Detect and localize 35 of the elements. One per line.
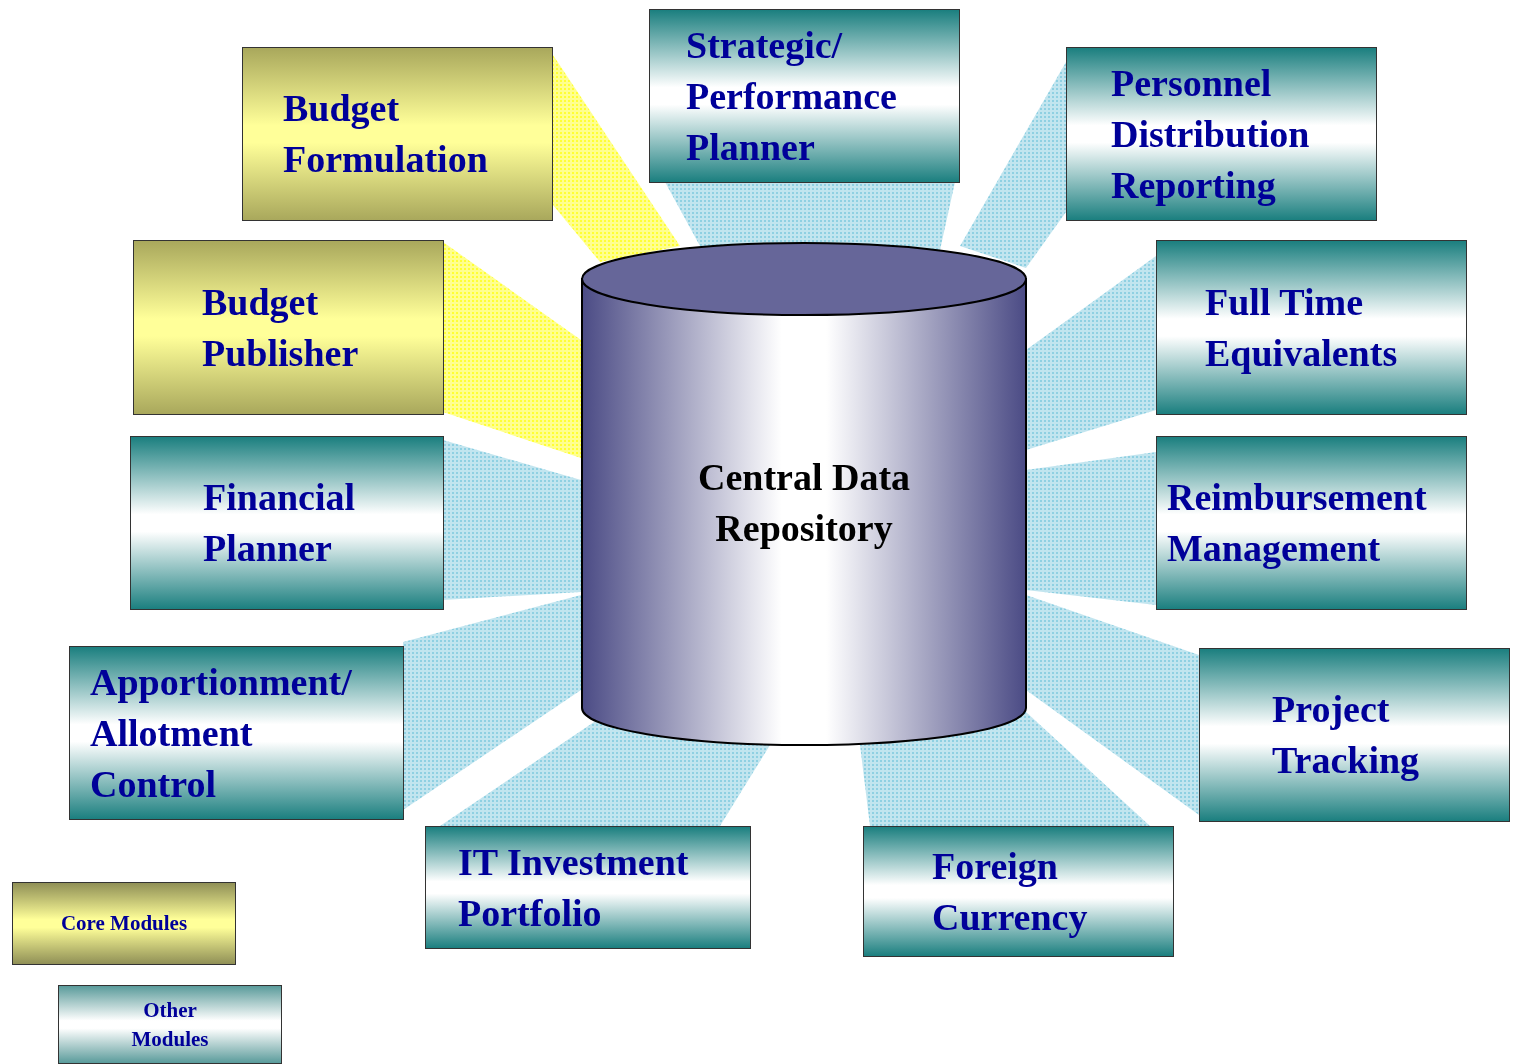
module-label: Financial Planner [203,475,357,571]
module-label: Reimbursement Management [1167,475,1428,571]
connector-beam [665,182,955,250]
module-label: IT Investment Portfolio [458,839,690,936]
module-box [1156,240,1467,415]
connector-beam [1026,256,1156,450]
module-label: Budget Publisher [202,279,360,376]
module-label: Personnel Distribution Reporting [1111,60,1311,208]
module-box [130,436,444,610]
module-label: Foreign Currency [932,843,1089,940]
legend-text: Other Modules [130,996,210,1053]
connector-beam [1026,595,1199,815]
module-label: Strategic/ Performance Planner [686,22,898,170]
module-label: Budget Formulation [283,86,489,182]
module-box [1199,648,1510,822]
module-box [69,646,404,820]
module-label: Apportionment/ Allotment Control [90,659,353,807]
module-box [133,240,444,415]
module-box [242,47,553,221]
connector-beam [960,62,1066,268]
connector-beam [403,595,581,810]
connector-beam [860,712,1150,826]
connector-beam [443,440,581,600]
node-label: Central Data Repository [696,455,912,551]
module-box [1156,436,1467,610]
module-label: Full Time Equivalents [1205,279,1399,376]
legend-text: Core Modules [60,910,188,937]
module-box [649,9,960,183]
module-box [1066,47,1377,221]
connector-beam [443,242,581,458]
connector-beam [1026,452,1156,605]
module-box [863,826,1174,957]
module-box [425,826,751,949]
module-label: Project Tracking [1272,687,1421,783]
connector-beam [553,55,680,262]
